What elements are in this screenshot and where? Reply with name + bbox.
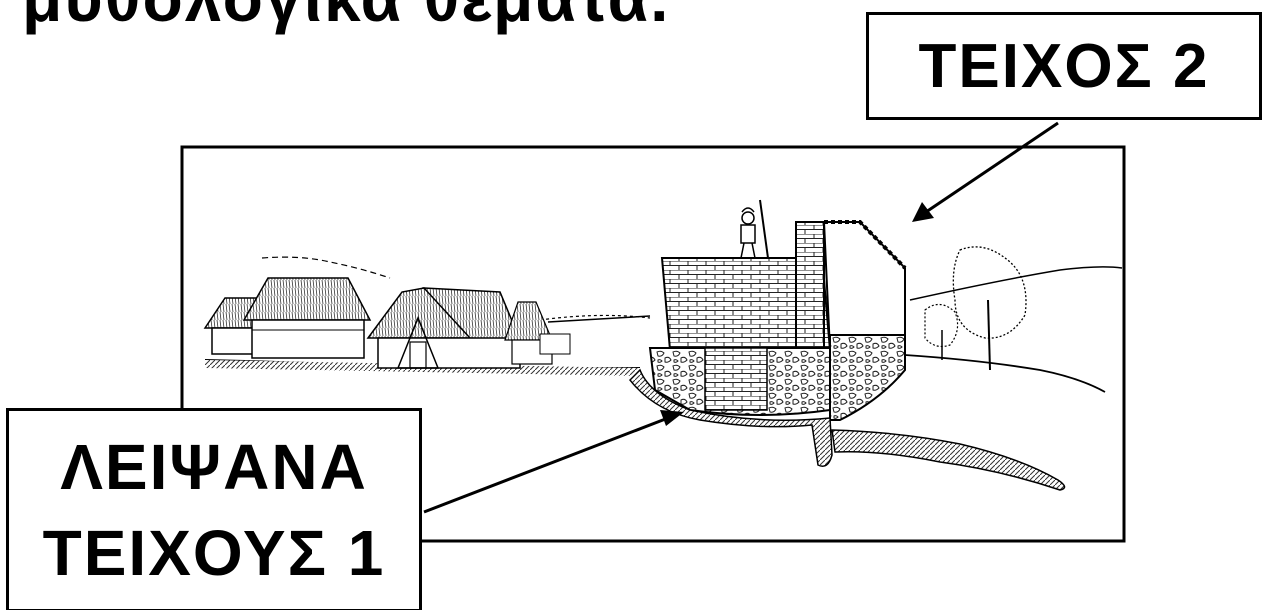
wall-2 [660,220,907,351]
house-middle [242,277,372,359]
ground-line-right [904,354,1106,393]
palisade [547,315,651,323]
foundation-trench [629,368,833,467]
distant-hill [909,266,1123,301]
trees [924,246,1027,371]
ground-slope [831,429,1066,491]
label-wall-2: ΤΕΙΧΟΣ 2 [866,12,1262,120]
slide-heading: μυθολογικά θέματα. [22,0,671,36]
label-wall-2-text: ΤΕΙΧΟΣ 2 [918,31,1210,101]
soldier-figure [740,199,769,259]
distant-ridge [539,314,651,321]
arrow-to-wall-2 [912,121,1059,222]
label-wall-1-remains: ΛΕΙΨΑΝΑ ΤΕΙΧΟΥΣ 1 [6,408,422,610]
arrow-to-wall-1-remains [423,410,684,514]
wall-1-remains [648,334,906,421]
house-small [504,301,571,365]
house-right [366,287,522,369]
label-wall-1-line1: ΛΕΙΨΑΝΑ [60,431,368,503]
distant-fence [261,256,391,279]
label-wall-1-line2: ΤΕΙΧΟΥΣ 1 [42,517,386,589]
